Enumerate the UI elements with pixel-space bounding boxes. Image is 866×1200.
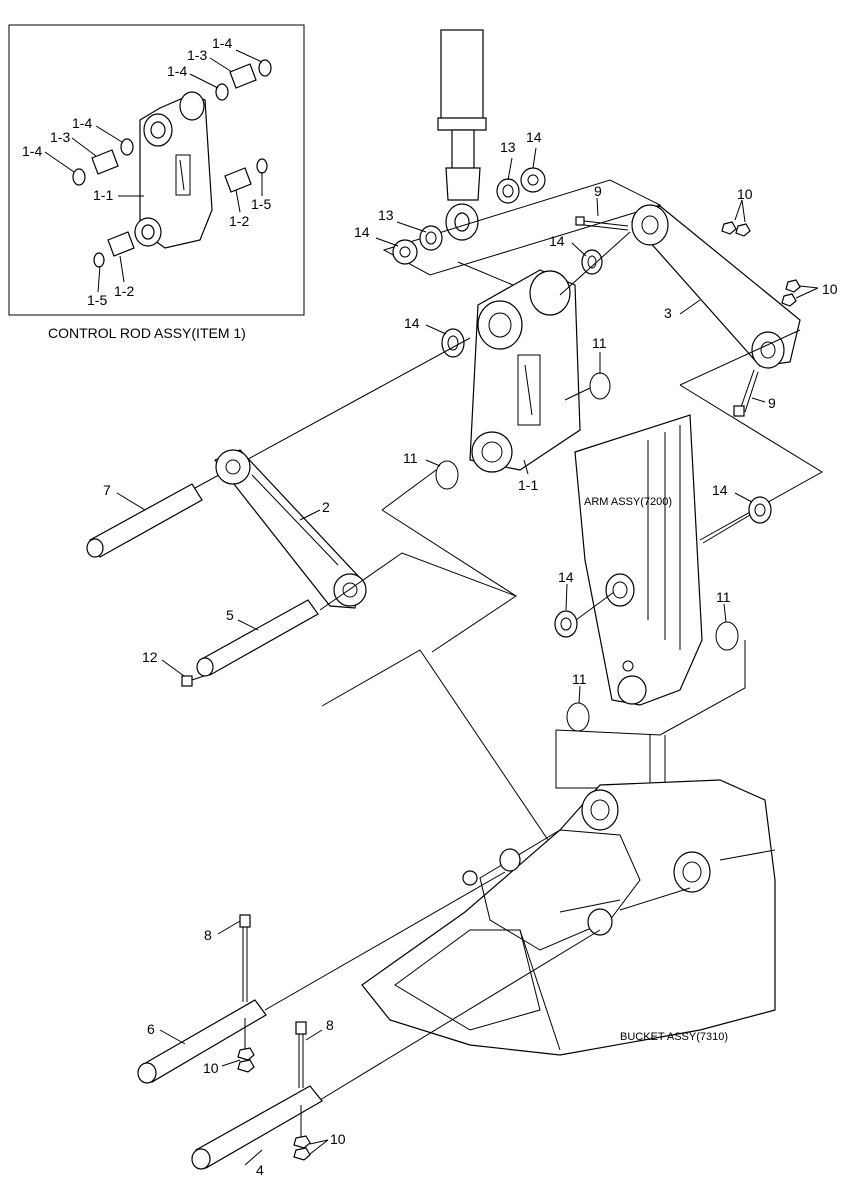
inset-label: 1-2: [114, 283, 134, 299]
o-ring-11: [715, 621, 739, 651]
part-label: 10: [330, 1131, 346, 1147]
exploded-plane: [382, 179, 662, 276]
part-label: 14: [712, 482, 728, 498]
part-label: 9: [768, 395, 776, 411]
inset-leaders: [44, 49, 263, 293]
nuts-10-pin4: [293, 1135, 311, 1161]
arm-assembly: [574, 414, 703, 706]
bolt-12: [181, 675, 205, 687]
exploded-plane: [319, 552, 518, 653]
pin-5: [196, 599, 319, 677]
nuts-10-upper: [721, 221, 751, 237]
leader-lines: [116, 147, 819, 1166]
o-ring-11: [435, 460, 459, 490]
part-label: 3: [664, 305, 672, 321]
arm-assy-caption: ARM ASSY(7200): [584, 496, 672, 508]
axis-line: [457, 261, 521, 289]
inset-label: 1-4: [72, 115, 92, 131]
part-label: 14: [558, 569, 574, 585]
inset-label: 1-4: [22, 143, 42, 159]
part-label: 4: [256, 1162, 264, 1178]
inset-control-rod: [134, 91, 213, 249]
part-label: 14: [404, 315, 420, 331]
nuts-10-right: [781, 279, 801, 307]
inset-label: 1-1: [93, 187, 113, 203]
part-label: 12: [142, 649, 158, 665]
part-label: 10: [203, 1060, 219, 1076]
pin-7: [86, 483, 203, 558]
o-ring-11: [566, 702, 590, 732]
inset-label: 1-5: [251, 196, 271, 212]
bucket-assy-caption: BUCKET ASSY(7310): [620, 1031, 728, 1043]
part-label: 11: [716, 589, 731, 605]
ring-1-4-top: [258, 59, 272, 77]
inset-label: 1-5: [87, 292, 107, 308]
part-label: 8: [326, 1017, 334, 1033]
part-label: 7: [103, 482, 111, 498]
bolt-9-lower: [733, 369, 759, 417]
part-label: 11: [592, 335, 607, 351]
washers-13-14: [392, 167, 546, 265]
control-rod-1-1: [469, 269, 581, 473]
link-2: [214, 449, 367, 609]
part-label: 10: [737, 186, 753, 202]
part-label: 2: [322, 499, 330, 515]
pin-6: [137, 999, 267, 1084]
inset-label: 1-4: [167, 63, 187, 79]
bushing-1-3-top: [229, 63, 257, 89]
o-ring-11: [589, 372, 611, 400]
nuts-10-pin6: [237, 1047, 255, 1073]
part-label: 10: [822, 281, 838, 297]
bolt-8-lower: [295, 1021, 307, 1140]
part-label: 14: [526, 129, 542, 145]
part-label: 11: [572, 671, 587, 687]
bucket-assembly: [361, 779, 776, 1056]
bucket-cylinder-rod: [437, 29, 487, 241]
part-label: 8: [204, 927, 212, 943]
part-label: 9: [594, 183, 602, 199]
part-label: 1-1: [518, 477, 538, 493]
inset-bushings: [72, 59, 272, 268]
bolt-8-upper: [239, 914, 251, 1060]
inset-label: 1-4: [212, 35, 232, 51]
bolt-9-upper: [575, 216, 629, 231]
link-3: [631, 204, 801, 369]
part-label: 11: [403, 450, 418, 466]
part-label: 13: [378, 207, 394, 223]
part-label: 6: [147, 1021, 155, 1037]
part-label: 5: [226, 607, 234, 623]
inset-label: 1-3: [187, 47, 207, 63]
exploded-plane: [321, 649, 549, 841]
inset-frame: [8, 24, 305, 316]
part-label: 14: [354, 224, 370, 240]
inset-label: 1-2: [229, 213, 249, 229]
pin-4: [191, 1085, 323, 1170]
inset-label: 1-3: [50, 129, 70, 145]
inset-caption: CONTROL ROD ASSY(ITEM 1): [48, 325, 246, 341]
part-label: 13: [500, 139, 516, 155]
part-label: 14: [549, 233, 565, 249]
